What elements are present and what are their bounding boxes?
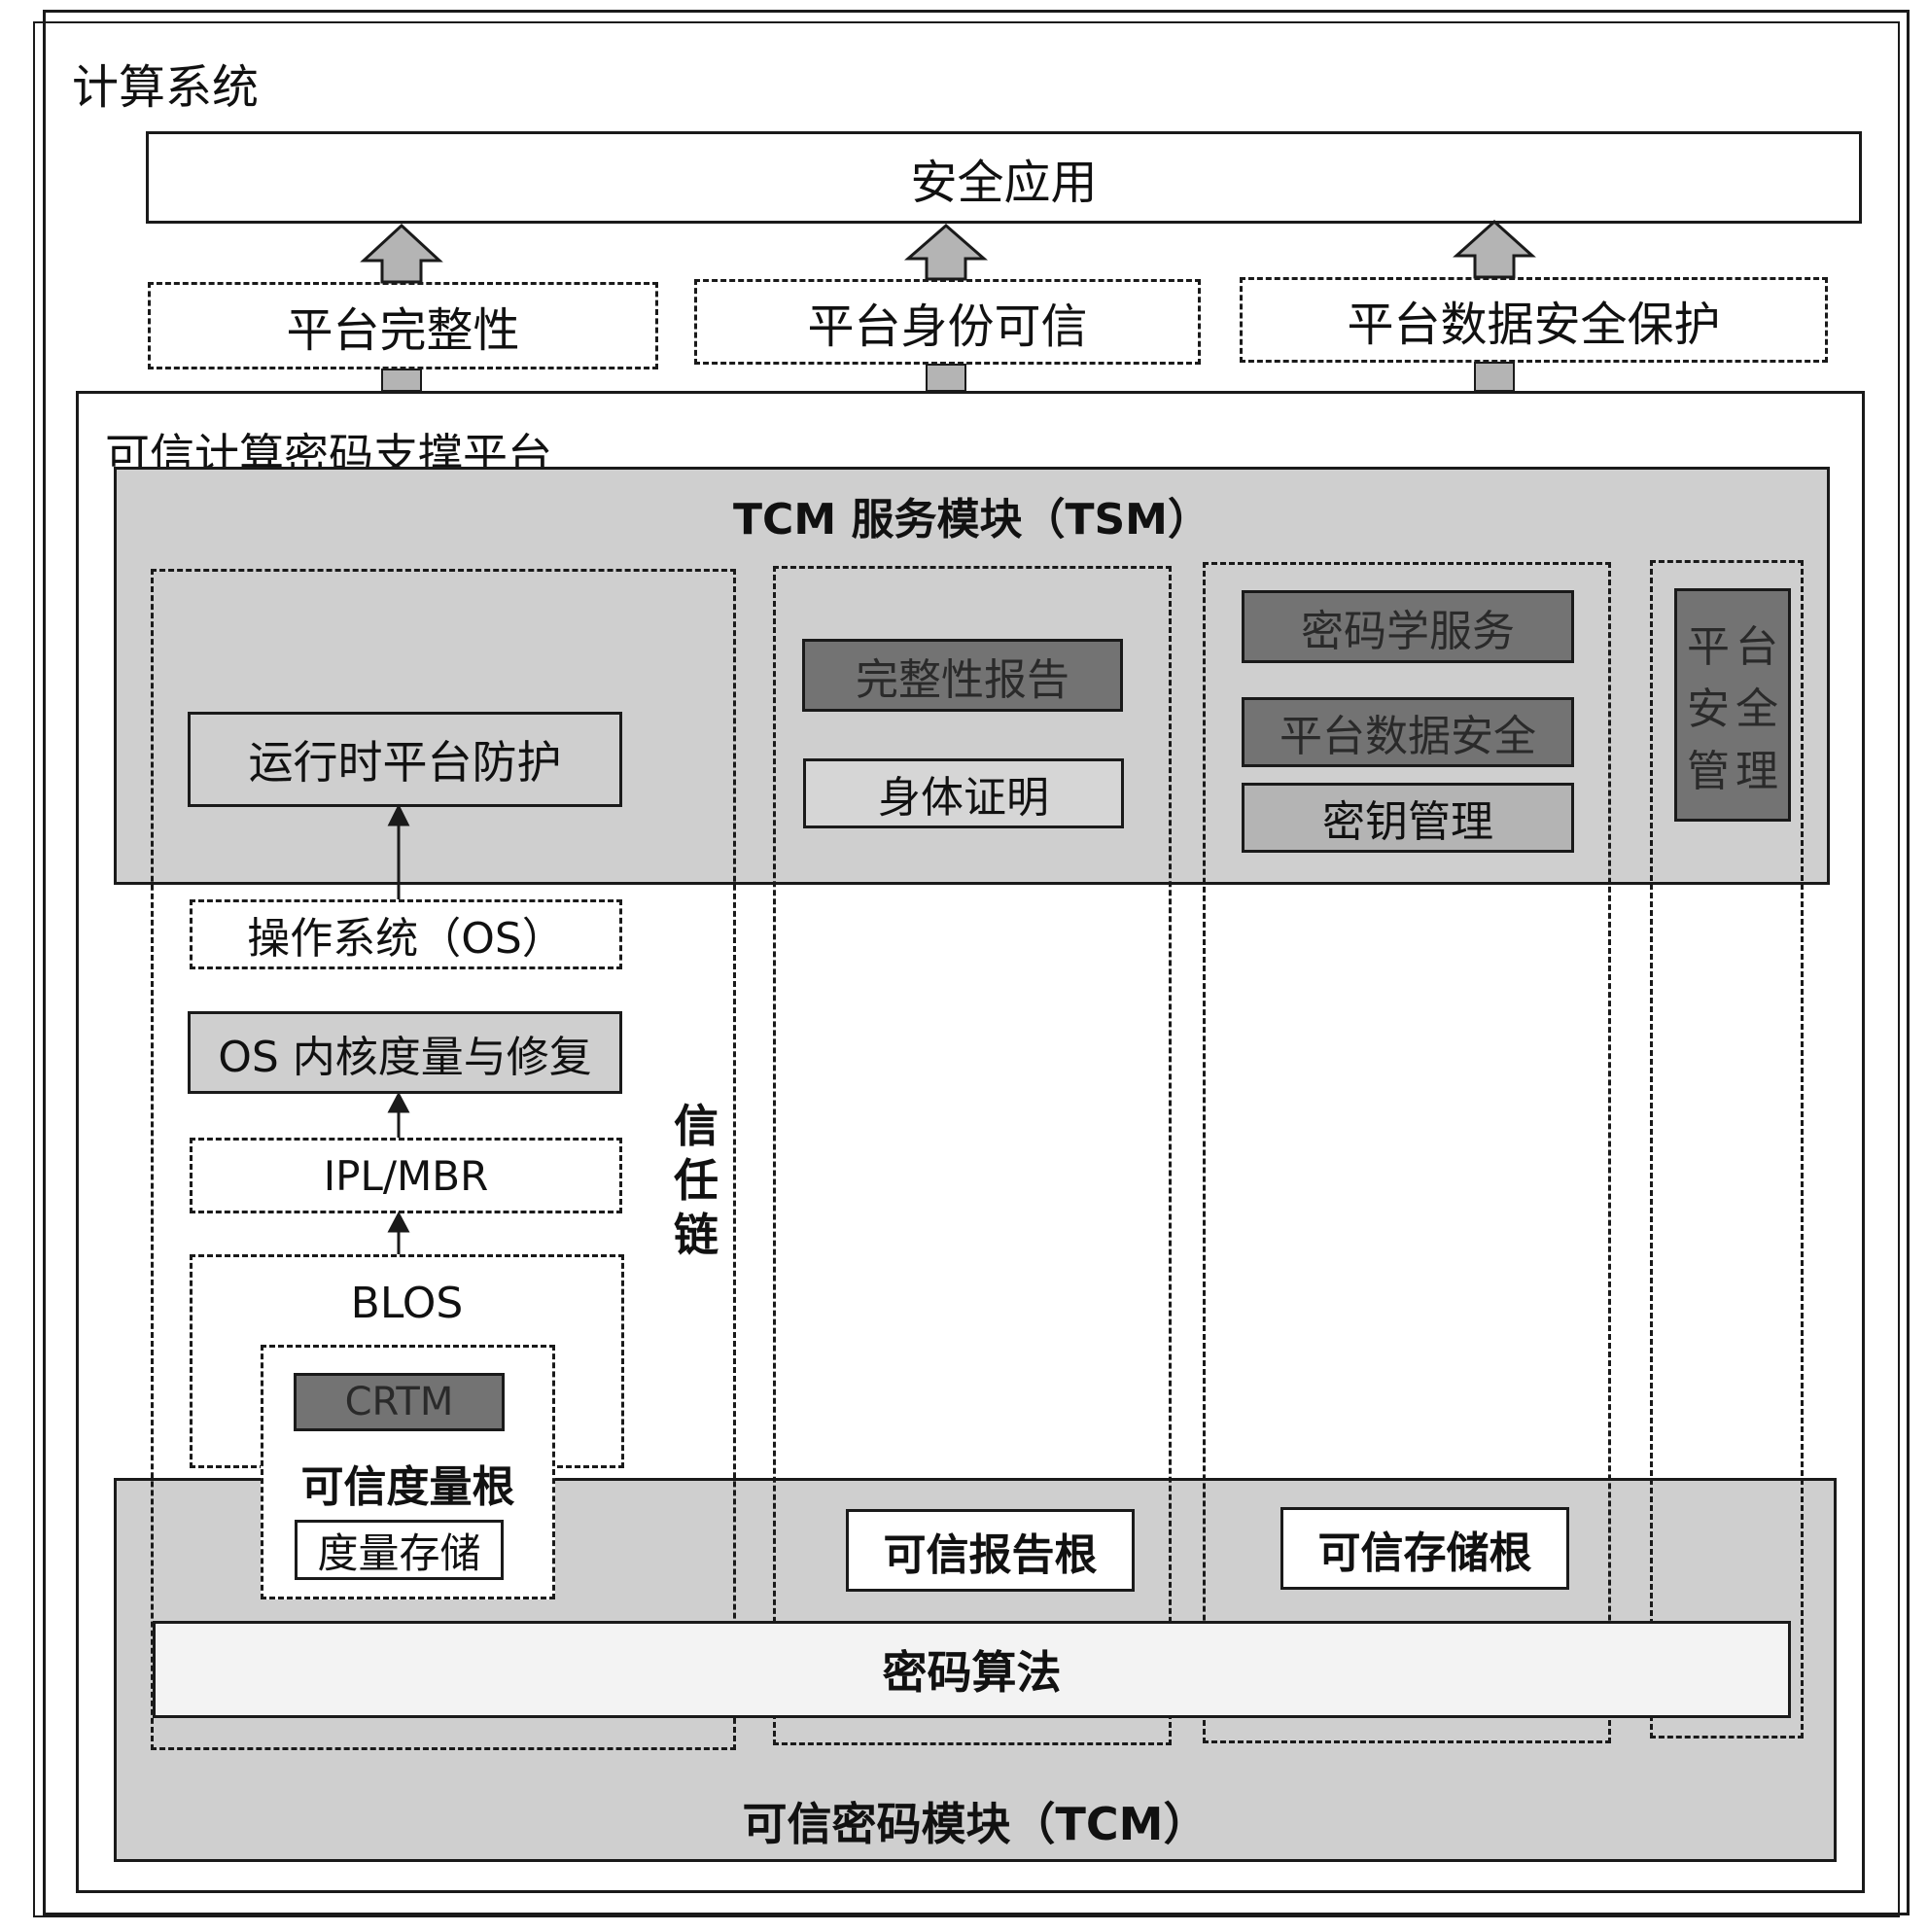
rtr-box: 可信报告根 <box>846 1509 1135 1592</box>
column-identity <box>773 566 1172 1745</box>
column-data-protection <box>1203 562 1611 1743</box>
os-box: 操作系统（OS） <box>190 899 622 969</box>
connector-integrity <box>381 369 422 392</box>
feature-platform-data-protection-label: 平台数据安全保护 <box>1347 298 1721 352</box>
trust-chain-char-2: 任 <box>674 1154 719 1207</box>
security-apps-bar: 安全应用 <box>146 131 1862 224</box>
trust-chain-char-1: 信 <box>674 1100 719 1152</box>
tsm-title: TCM 服务模块（TSM） <box>733 495 1210 544</box>
runtime-protection-box: 运行时平台防护 <box>188 712 622 807</box>
psm-char-1: 平 <box>1687 622 1730 672</box>
security-apps-label: 安全应用 <box>910 155 1098 210</box>
trust-chain-label: 信 任 链 <box>667 1099 725 1262</box>
rts-box: 可信存储根 <box>1280 1507 1569 1590</box>
feature-platform-data-protection: 平台数据安全保护 <box>1240 277 1828 363</box>
support-platform-frame <box>76 391 1865 1893</box>
connector-data-protection <box>1474 362 1515 392</box>
up-arrow-identity <box>903 224 989 281</box>
up-arrow-data-protection <box>1453 219 1536 279</box>
runtime-protection-label: 运行时平台防护 <box>248 736 562 789</box>
rtm-label: 可信度量根 <box>300 1462 515 1512</box>
arrow-bios-to-ipl <box>387 1211 410 1254</box>
rtr-label: 可信报告根 <box>883 1529 1098 1580</box>
ipl-mbr-label: IPL/MBR <box>323 1151 489 1200</box>
key-management-box: 密钥管理 <box>1242 783 1574 853</box>
psm-char-5: 管 <box>1687 747 1730 796</box>
crtm-box: CRTM <box>294 1373 505 1431</box>
psm-char-6: 理 <box>1735 747 1778 796</box>
os-label: 操作系统（OS） <box>247 914 565 964</box>
column-integrity <box>151 569 736 1750</box>
ipl-mbr-box: IPL/MBR <box>190 1138 622 1213</box>
crypto-service-label: 密码学服务 <box>1301 606 1515 656</box>
feature-platform-integrity-label: 平台完整性 <box>286 303 520 358</box>
crypto-service-box: 密码学服务 <box>1242 590 1574 663</box>
rts-label: 可信存储根 <box>1317 1528 1532 1578</box>
crypto-algorithms-bar: 密码算法 <box>153 1621 1791 1718</box>
computing-system-title: 计算系统 <box>72 60 260 115</box>
crypto-algorithms-label: 密码算法 <box>882 1646 1062 1699</box>
column-security-management <box>1650 560 1804 1739</box>
key-management-label: 密钥管理 <box>1322 797 1493 847</box>
identity-proof-label: 身体证明 <box>878 773 1049 823</box>
platform-security-mgmt-box: 平 台 安 全 管 理 <box>1674 588 1791 822</box>
psm-char-4: 全 <box>1735 685 1778 734</box>
bios-label: BLOS <box>350 1279 464 1328</box>
os-kernel-box: OS 内核度量与修复 <box>188 1011 622 1094</box>
feature-platform-identity-label: 平台身份可信 <box>807 299 1088 354</box>
measure-storage-label: 度量存储 <box>317 1528 481 1577</box>
arrow-os-to-runtime <box>387 803 410 899</box>
psm-char-2: 台 <box>1735 622 1778 672</box>
arrow-ipl-to-kernel <box>387 1091 410 1138</box>
integrity-report-label: 完整性报告 <box>856 654 1069 705</box>
computing-system-inner-frame <box>33 21 1900 1917</box>
connector-identity <box>926 364 966 392</box>
up-arrow-integrity <box>360 223 443 284</box>
tcm-title: 可信密码模块（TCM） <box>742 1798 1209 1850</box>
measure-storage-box: 度量存储 <box>295 1520 504 1580</box>
psm-char-3: 安 <box>1687 685 1730 734</box>
computing-system-outer-frame <box>43 10 1910 1915</box>
trust-chain-char-3: 链 <box>674 1209 719 1261</box>
platform-data-security-box: 平台数据安全 <box>1242 697 1574 767</box>
platform-data-security-label: 平台数据安全 <box>1279 712 1536 761</box>
os-kernel-label: OS 内核度量与修复 <box>218 1032 592 1082</box>
identity-proof-box: 身体证明 <box>803 758 1124 828</box>
integrity-report-box: 完整性报告 <box>802 639 1123 712</box>
crtm-label: CRTM <box>344 1380 454 1424</box>
